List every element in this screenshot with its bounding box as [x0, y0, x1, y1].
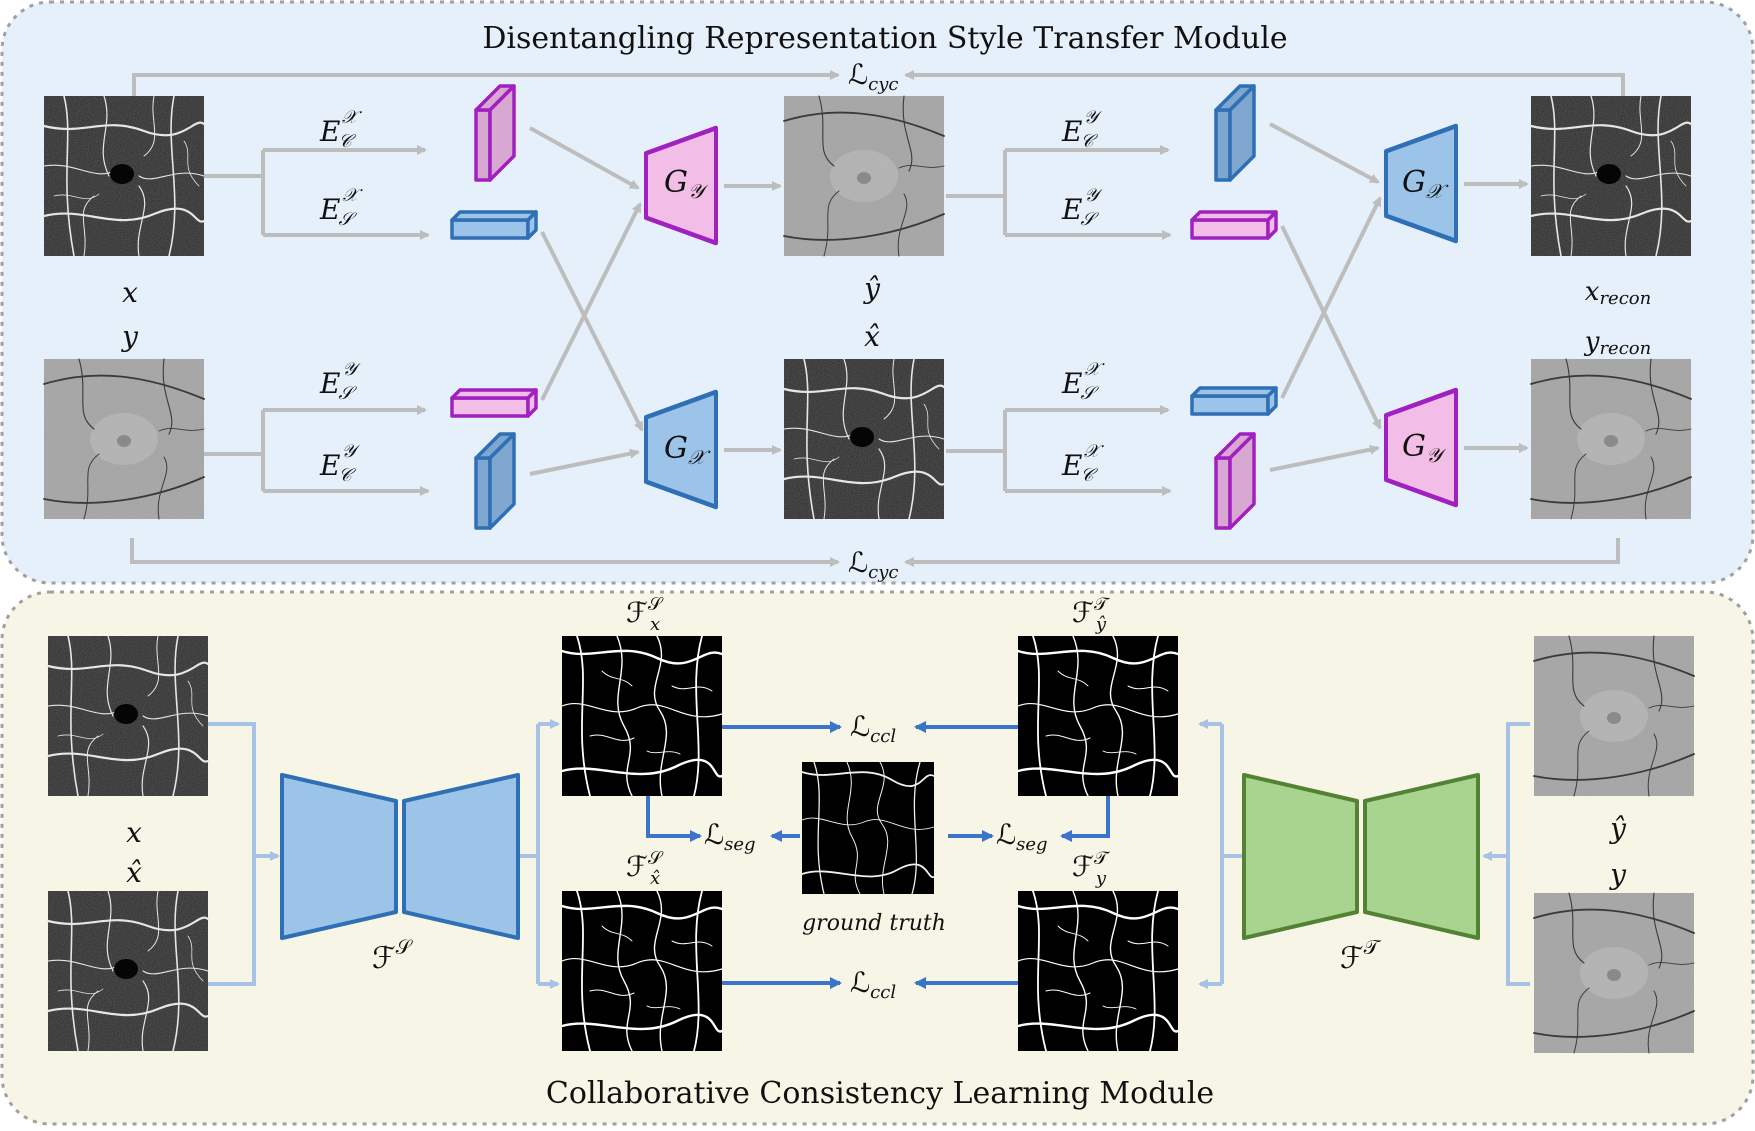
- label-x-bottom: x: [126, 816, 142, 849]
- label-x-hat: x̂: [864, 320, 880, 353]
- image-x-hat-bottom: [48, 891, 208, 1051]
- label-y-hat: ŷ: [862, 272, 881, 305]
- feature-style-x2: [1190, 386, 1278, 416]
- bottom-module-title: Collaborative Consistency Learning Modul…: [546, 1076, 1214, 1111]
- image-x-hat: [784, 359, 944, 519]
- cyc-top-right-arrow: [904, 70, 1625, 96]
- feature-style-y: [450, 388, 538, 418]
- label-y-bottom: y: [1608, 858, 1627, 891]
- label-y-recon: yrecon: [1584, 327, 1651, 359]
- image-y-hat-bottom: [1534, 636, 1694, 796]
- feature-style-y2: [1190, 210, 1278, 240]
- ground-truth-image: [801, 761, 935, 895]
- image-x-bottom: [48, 636, 208, 796]
- image-x-recon: [1531, 96, 1691, 256]
- seg-map-F-S-x-hat: [560, 889, 724, 1053]
- image-x: [44, 96, 204, 256]
- image-y: [44, 359, 204, 519]
- label-x-recon: xrecon: [1585, 277, 1651, 309]
- label-x: x: [122, 276, 138, 309]
- image-y-bottom: [1534, 893, 1694, 1053]
- seg-map-F-T-y-hat: [1016, 634, 1180, 798]
- label-x-hat-bottom: x̂: [126, 856, 142, 889]
- feature-style-x: [450, 210, 538, 240]
- label-y-hat-bottom: ŷ: [1608, 812, 1627, 845]
- image-y-hat: [784, 96, 944, 256]
- cyc-bottom-right-arrow: [904, 538, 1620, 567]
- loss-cyc-top: ℒcyc: [848, 58, 899, 95]
- loss-ccl-bottom: ℒccl: [850, 966, 896, 1003]
- label-y: y: [120, 320, 139, 353]
- loss-ccl-top: ℒccl: [850, 710, 896, 747]
- seg-map-F-T-y: [1016, 889, 1180, 1053]
- image-y-recon: [1531, 359, 1691, 519]
- network-F-T: [1242, 773, 1480, 940]
- loss-seg-right: ℒseg: [996, 818, 1048, 855]
- loss-seg-left: ℒseg: [704, 818, 756, 855]
- label-ground-truth: ground truth: [802, 911, 946, 936]
- cyc-top-left-arrow: [132, 70, 840, 96]
- network-F-S: [280, 773, 520, 940]
- label-F-T: ℱ𝒯: [1340, 935, 1382, 976]
- cyc-bottom-left-arrow: [130, 538, 840, 567]
- loss-cyc-bottom: ℒcyc: [848, 546, 899, 583]
- top-module-title: Disentangling Representation Style Trans…: [482, 21, 1287, 56]
- label-F-S: ℱ𝒮: [372, 935, 414, 976]
- seg-map-F-S-x: [560, 634, 724, 798]
